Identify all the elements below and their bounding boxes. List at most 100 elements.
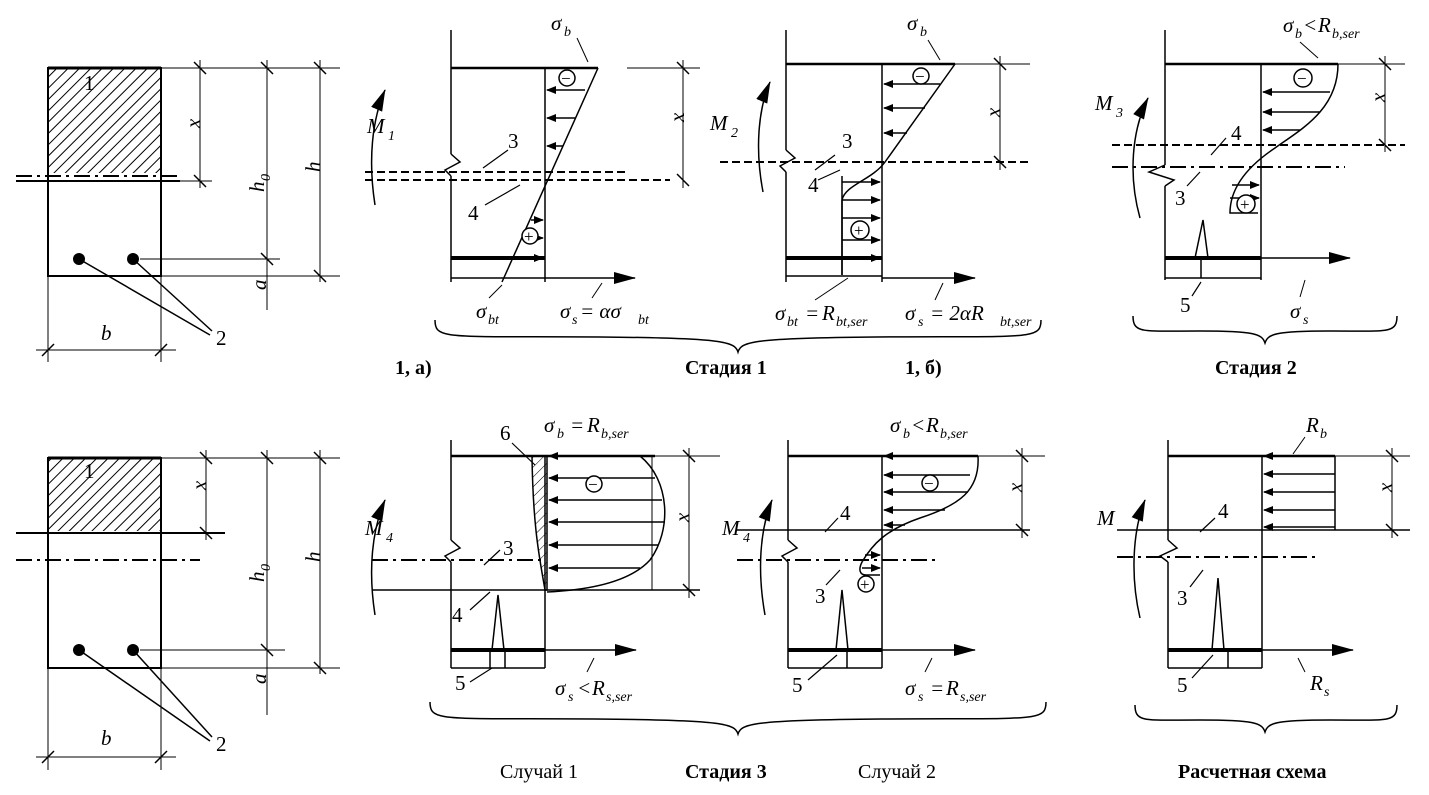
caption-stage-1b: 1, б) xyxy=(905,357,942,379)
label-5: 5 xyxy=(455,671,466,695)
label-h0: h xyxy=(245,182,269,193)
brace-stage-2 xyxy=(1132,315,1398,346)
label-sigma-sub: b xyxy=(903,427,910,442)
label-3: 3 xyxy=(1177,586,1188,610)
label-sigma-sub: b xyxy=(1295,27,1302,42)
label-lt: < xyxy=(911,413,925,437)
label-x: x xyxy=(187,480,211,491)
label-sigma-sub: b xyxy=(920,25,927,40)
sign-minus: − xyxy=(915,67,925,86)
label-6: 6 xyxy=(500,421,511,445)
caption-case-2: Случай 2 xyxy=(858,761,936,783)
label-R-sub: s,ser xyxy=(606,690,633,705)
label-4: 4 xyxy=(468,201,479,225)
label-3: 3 xyxy=(508,129,519,153)
label-R: R xyxy=(586,413,600,437)
brace-stage-3 xyxy=(429,701,1047,737)
label-sigma-sub: bt xyxy=(488,313,500,328)
brace-design xyxy=(1134,704,1398,735)
label-R-sub: b xyxy=(1320,427,1327,442)
plastic-zone-hatch xyxy=(531,455,548,591)
label-R-sub: s xyxy=(1324,685,1330,700)
label-x: x xyxy=(181,118,205,129)
compression-zone-hatch xyxy=(49,459,160,531)
label-x: x xyxy=(1003,482,1027,493)
label-x: x xyxy=(665,112,689,123)
label-sigma: σ xyxy=(1283,13,1295,37)
label-5: 5 xyxy=(792,673,803,697)
label-5: 5 xyxy=(1180,293,1191,317)
label-b: b xyxy=(101,321,112,345)
label-1: 1 xyxy=(84,459,95,483)
label-sigma-sub: s xyxy=(568,690,574,705)
label-M: M xyxy=(709,111,729,135)
label-3: 3 xyxy=(815,584,826,608)
caption-stage-1: Стадия 1 xyxy=(685,357,767,379)
label-M-sub: 3 xyxy=(1115,106,1123,121)
label-R-sub: b,ser xyxy=(940,427,968,442)
label-lt: < xyxy=(577,676,591,700)
label-R: R xyxy=(591,676,605,700)
diagram-stage-3-case-1: − 6 3 4 5 M 4 σ b = R b,ser x σ s < R s,… xyxy=(364,413,720,705)
label-eq: = xyxy=(930,676,944,700)
label-R: R xyxy=(821,301,835,325)
diagram-stage-3-case-2: − + 4 3 5 M 4 σ b < R b,ser x σ s = R s,… xyxy=(721,413,1045,705)
label-4: 4 xyxy=(1231,121,1242,145)
label-h: h xyxy=(301,552,325,563)
label-a: a xyxy=(247,280,271,291)
label-M-sub: 2 xyxy=(731,126,738,141)
caption-case-1: Случай 1 xyxy=(500,761,578,783)
label-M-sub: 4 xyxy=(743,531,750,546)
label-M-sub: 1 xyxy=(388,129,395,144)
label-R: R xyxy=(925,413,939,437)
diagram-stage-1b: − + 3 4 M 2 σ b x σ bt = R bt,ser σ s = … xyxy=(709,11,1032,330)
label-3: 3 xyxy=(503,536,514,560)
label-x: x xyxy=(981,107,1005,118)
label-sigma: σ xyxy=(890,413,902,437)
label-sigma: σ xyxy=(1290,299,1302,323)
label-sigma-sub: s xyxy=(1303,313,1309,328)
label-2: 2 xyxy=(216,326,227,350)
label-3: 3 xyxy=(1175,186,1186,210)
label-eq: = xyxy=(570,413,584,437)
label-M-sub: 4 xyxy=(386,531,393,546)
label-4: 4 xyxy=(452,603,463,627)
label-R: R xyxy=(1309,671,1323,695)
label-x: x xyxy=(1373,482,1397,493)
label-sigma-sub: s xyxy=(918,690,924,705)
sign-minus: − xyxy=(588,475,598,494)
sign-plus: + xyxy=(860,575,870,594)
label-M: M xyxy=(364,516,384,540)
label-eq-sub: bt xyxy=(638,313,650,328)
label-M: M xyxy=(721,516,741,540)
label-b: b xyxy=(101,726,112,750)
label-sigma-sub: bt xyxy=(787,315,799,330)
label-4: 4 xyxy=(840,501,851,525)
label-R-sub: b,ser xyxy=(601,427,629,442)
label-x: x xyxy=(1366,92,1390,103)
label-R-sub: b,ser xyxy=(1332,27,1360,42)
label-5: 5 xyxy=(1177,673,1188,697)
label-2: 2 xyxy=(216,732,227,756)
label-eq-sub: bt,ser xyxy=(1000,315,1032,330)
label-R-sub: bt,ser xyxy=(836,315,868,330)
sign-minus: − xyxy=(561,69,571,88)
label-sigma-sub: s xyxy=(918,315,924,330)
label-M: M xyxy=(1096,506,1116,530)
sign-plus: + xyxy=(1240,195,1250,214)
label-lt: < xyxy=(1303,13,1317,37)
label-eq: = 2αR xyxy=(930,301,984,325)
label-sigma: σ xyxy=(775,301,787,325)
section-bottom: 1 2 b x h 0 h a xyxy=(16,450,340,770)
label-sigma-sub: b xyxy=(557,427,564,442)
label-M: M xyxy=(1094,91,1114,115)
label-sigma: σ xyxy=(560,299,572,323)
label-3: 3 xyxy=(842,129,853,153)
label-sigma: σ xyxy=(905,301,917,325)
label-R: R xyxy=(1317,13,1331,37)
brace-stage-1 xyxy=(434,319,1042,355)
caption-design-scheme: Расчетная схема xyxy=(1178,761,1327,783)
label-x: x xyxy=(670,512,694,523)
compression-zone-hatch xyxy=(49,69,160,173)
